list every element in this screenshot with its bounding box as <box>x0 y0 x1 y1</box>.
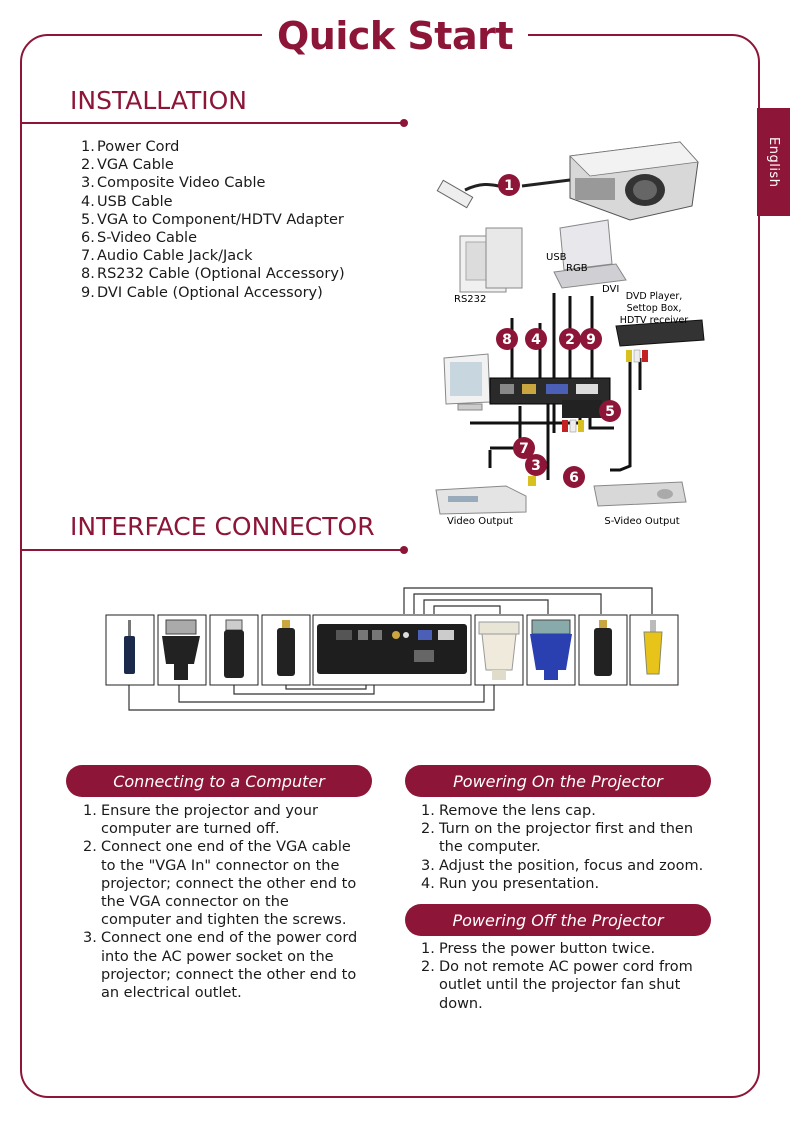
svideo-plug-2-icon <box>594 620 612 676</box>
number-badges: 1 8 4 2 9 5 7 3 6 <box>496 174 621 488</box>
list-item: 1.Press the power button twice. <box>421 941 656 957</box>
list-item: 5.VGA to Component/HDTV Adapter <box>81 211 344 228</box>
connecting-title: Connecting to a Computer <box>66 765 372 797</box>
dvi-plug-icon <box>478 621 520 680</box>
svg-text:7: 7 <box>519 441 529 457</box>
svg-text:8: 8 <box>502 332 512 348</box>
language-tab-label: English <box>766 136 781 188</box>
list-item: 3.Composite Video Cable <box>81 175 266 192</box>
installation-heading: INSTALLATION <box>70 86 247 115</box>
installation-diagram: 1 8 4 2 9 5 7 3 6 USB RGB DVI RS232 DVD … <box>435 141 705 527</box>
vcr-image <box>435 485 527 515</box>
badge-7: 7 <box>513 437 535 459</box>
svideo-plug-icon <box>277 620 295 676</box>
vga-blue-plug-icon <box>530 619 572 680</box>
list-item: 1.Ensure the projector and your computer… <box>83 803 318 838</box>
list-item: 1.Remove the lens cap. <box>421 803 596 819</box>
list-item: 2.Connect one end of the VGA cable to th… <box>83 839 357 929</box>
installation-rule <box>22 119 408 127</box>
projector-image <box>569 141 699 221</box>
label-dvd-2: Settop Box, <box>627 303 682 314</box>
powering-on-steps: 1.Remove the lens cap. 2.Turn on the pro… <box>421 802 711 893</box>
rca-yellow-plug-icon <box>643 620 663 675</box>
list-item: 3.Connect one end of the power cord into… <box>83 930 358 1002</box>
powering-off-title: Powering Off the Projector <box>405 904 711 936</box>
svg-text:2: 2 <box>565 332 575 348</box>
list-item: 3.Adjust the position, focus and zoom. <box>421 857 704 874</box>
list-item: 2.Turn on the projector first and then t… <box>421 821 694 856</box>
label-usb: USB <box>546 252 567 263</box>
svg-text:1: 1 <box>504 178 514 194</box>
laptop-image <box>553 219 627 289</box>
label-svideo-output: S-Video Output <box>604 516 679 527</box>
projector-rear-icon <box>317 624 467 674</box>
powering-off-steps: 1.Press the power button twice. 2.Do not… <box>421 940 711 1013</box>
list-item: 2.VGA Cable <box>81 157 174 174</box>
title-wrap: Quick Start <box>262 10 528 62</box>
list-item: 4.USB Cable <box>81 193 173 210</box>
label-rs232: RS232 <box>454 294 486 305</box>
badge-6: 6 <box>563 466 585 488</box>
component-adapter <box>562 400 602 418</box>
label-dvi: DVI <box>602 284 619 295</box>
desktop-computer-image <box>459 227 523 293</box>
list-item: 2.Do not remote AC power cord from outle… <box>421 959 693 1012</box>
powering-on-title: Powering On the Projector <box>405 765 711 797</box>
badge-8: 8 <box>496 328 518 350</box>
language-tab[interactable]: English <box>757 108 790 216</box>
badge-3: 3 <box>525 454 547 476</box>
dvd-player-image <box>615 319 705 347</box>
label-video-output: Video Output <box>447 516 513 527</box>
list-item: 6.S-Video Cable <box>81 230 197 247</box>
svg-text:3: 3 <box>531 458 541 474</box>
rca-plugs <box>528 349 648 486</box>
list-item: 8.RS232 Cable (Optional Accessory) <box>81 266 345 283</box>
audio-jack-icon <box>124 620 135 674</box>
badge-5: 5 <box>599 400 621 422</box>
label-rgb: RGB <box>566 263 588 274</box>
page-title: Quick Start <box>277 14 514 58</box>
vga-plug-icon <box>162 619 200 680</box>
interface-connector-diagram <box>105 587 679 711</box>
svg-text:5: 5 <box>605 404 615 420</box>
badge-1: 1 <box>498 174 520 196</box>
svg-text:4: 4 <box>531 332 541 348</box>
list-item: 1.Power Cord <box>81 139 180 155</box>
badge-9: 9 <box>580 328 602 350</box>
interface-rule <box>22 546 408 554</box>
list-item: 7.Audio Cable Jack/Jack <box>81 248 253 265</box>
svg-text:9: 9 <box>586 332 596 348</box>
connecting-steps: 1.Ensure the projector and your computer… <box>83 802 363 1002</box>
interface-heading: INTERFACE CONNECTOR <box>70 512 375 541</box>
label-dvd-1: DVD Player, <box>626 291 683 302</box>
installation-list: 1.Power Cord 2.VGA Cable 3.Composite Vid… <box>81 138 345 302</box>
list-item: 9.DVI Cable (Optional Accessory) <box>81 284 323 301</box>
badge-2: 2 <box>559 328 581 350</box>
projector-back-panel <box>489 377 611 405</box>
badge-4: 4 <box>525 328 547 350</box>
list-item: 4.Run you presentation. <box>421 875 600 892</box>
monitor-image <box>443 353 491 411</box>
svideo-device-image <box>593 481 687 507</box>
usb-plug-icon <box>224 619 244 678</box>
svg-text:6: 6 <box>569 470 579 486</box>
label-dvd-3: HDTV receiver <box>620 315 688 326</box>
